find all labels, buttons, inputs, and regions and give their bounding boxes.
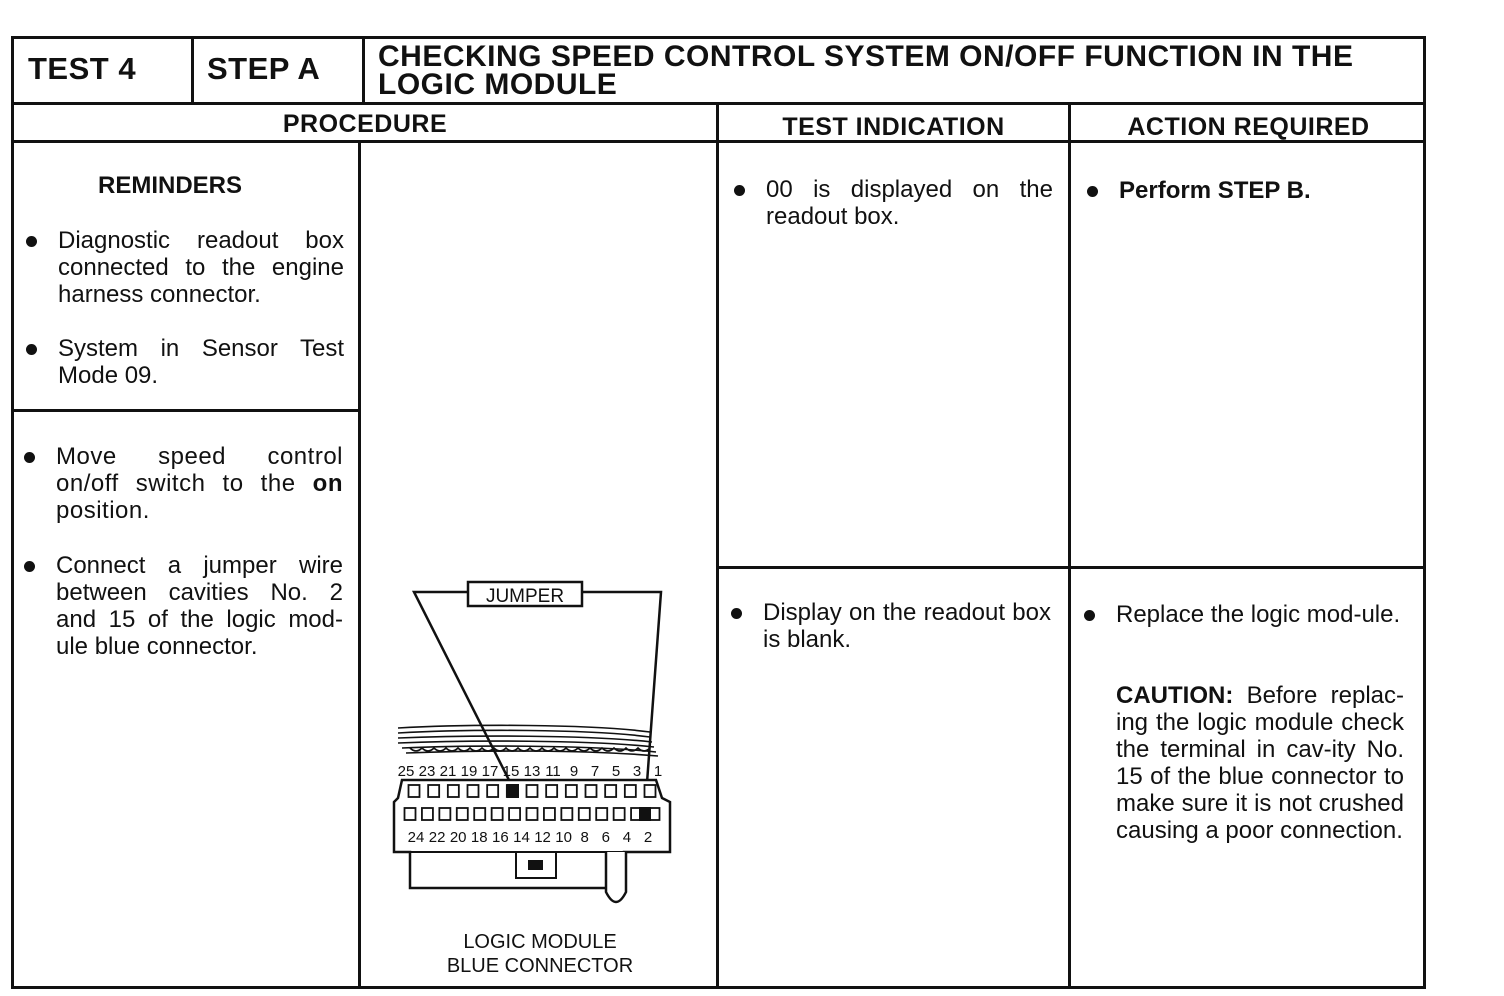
top-row-cavity-10 xyxy=(584,784,598,798)
header-bottom-rule xyxy=(11,102,1426,105)
diagram-caption-line1: LOGIC MODULE xyxy=(463,931,617,953)
jumper-wire-left xyxy=(411,590,515,789)
cavity-number-4: 4 xyxy=(623,829,631,846)
top-row-cavity-5 xyxy=(486,784,500,798)
reminders-title: REMINDERS xyxy=(97,172,242,199)
step-label: STEP A xyxy=(207,51,321,86)
caution-note: CAUTION: Before replac-ing the logic mod… xyxy=(1116,682,1404,844)
header-divider-2 xyxy=(362,36,365,102)
bottom-row-cavity-13 xyxy=(612,807,626,821)
top-row-cavity-13 xyxy=(643,784,657,798)
reminder-item-readout-box: Diagnostic readout box connected to the … xyxy=(26,227,344,308)
cavity-number-11: 11 xyxy=(545,763,561,780)
cavity-number-25: 25 xyxy=(398,763,415,780)
column-header-procedure: PROCEDURE xyxy=(282,110,448,138)
cavity-number-20: 20 xyxy=(450,829,467,846)
page-title-line1: CHECKING SPEED CONTROL SYSTEM ON/OFF FUN… xyxy=(378,40,1354,73)
cavity-number-23: 23 xyxy=(419,763,436,780)
procedure-step-move-switch-tail: position. xyxy=(56,497,150,524)
bottom-row-cavity-9 xyxy=(543,807,556,821)
cavity-number-19: 19 xyxy=(461,763,478,780)
top-row-cavity-1 xyxy=(407,784,421,798)
indication-blank: Display on the readout box is blank. xyxy=(731,599,1051,653)
cavity-number-18: 18 xyxy=(471,829,488,846)
test-number: TEST 4 xyxy=(28,51,137,86)
bottom-row-cavity-6 xyxy=(490,807,504,821)
bottom-row-cavity-4 xyxy=(455,807,469,821)
cavity-number-14: 14 xyxy=(513,829,530,846)
bottom-row-cavity-7 xyxy=(508,807,521,821)
cavity-number-24: 24 xyxy=(408,829,425,846)
action-replace-module: Replace the logic mod-ule. xyxy=(1084,601,1406,628)
procedure-step-on-keyword: on xyxy=(312,470,343,497)
bottom-row-cavity-3 xyxy=(438,807,452,821)
cavity-number-7: 7 xyxy=(591,763,599,780)
column-header-test-indication: TEST INDICATION xyxy=(782,113,1005,141)
bottom-row-cavity-12 xyxy=(595,807,609,821)
cavity-number-17: 17 xyxy=(482,763,499,780)
column-header-action-required: ACTION REQUIRED xyxy=(1127,113,1370,141)
cavity-number-10: 10 xyxy=(555,829,572,846)
top-row-cavity-4 xyxy=(466,784,480,798)
bottom-row-cavity-2 xyxy=(421,807,434,821)
procedure-step-move-switch: Move speed control on/off switch to the … xyxy=(24,443,343,524)
cavity-number-8: 8 xyxy=(581,829,589,846)
header-divider-1 xyxy=(191,36,194,102)
indication-displayed: 00 is displayed on the readout box. xyxy=(734,176,1053,230)
top-row-cavity-9 xyxy=(564,784,578,798)
diagram-caption-line2: BLUE CONNECTOR xyxy=(446,955,634,977)
cavity-number-13: 13 xyxy=(524,763,541,780)
cavity-number-3: 3 xyxy=(633,763,641,780)
top-row-cavity-11 xyxy=(604,784,618,798)
top-row-cavity-3 xyxy=(446,784,460,798)
procedure-step-move-switch-text: Move speed control on/off switch to the xyxy=(56,443,343,497)
cavity-number-21: 21 xyxy=(440,763,457,780)
top-row-cavity-12 xyxy=(623,784,637,798)
connector-key xyxy=(528,860,543,870)
jumper-terminal-15 xyxy=(507,784,519,798)
procedure-inner-divider xyxy=(358,142,361,989)
cavity-number-15: 15 xyxy=(503,763,520,780)
jumper-label-box xyxy=(466,580,584,608)
bottom-row-cavity-8 xyxy=(525,807,539,821)
bottom-row-cavity-1 xyxy=(403,807,417,821)
cavity-number-16: 16 xyxy=(492,829,509,846)
action-perform-step-b: Perform STEP B. xyxy=(1087,177,1407,204)
cavity-number-22: 22 xyxy=(429,829,446,846)
procedure-step-connect-jumper: Connect a jumper wire between cavities N… xyxy=(24,552,343,660)
connector-latch xyxy=(604,852,628,904)
cavity-number-6: 6 xyxy=(602,829,610,846)
top-row-cavity-7 xyxy=(525,784,539,798)
jumper-label: JUMPER xyxy=(486,586,564,607)
cavity-number-5: 5 xyxy=(612,763,620,780)
column-divider-indication xyxy=(1068,104,1071,989)
page-title-line2: LOGIC MODULE xyxy=(378,68,618,101)
result-row-divider xyxy=(716,566,1426,569)
harness-wires xyxy=(397,724,659,757)
column-divider-procedure xyxy=(716,104,719,989)
jumper-wire-right xyxy=(582,590,663,811)
reminder-item-sensor-test: System in Sensor Test Mode 09. xyxy=(26,335,344,389)
top-row-cavity-8 xyxy=(545,784,559,798)
top-row-cavity-2 xyxy=(427,784,441,798)
bottom-row-cavity-10 xyxy=(560,807,574,821)
cavity-number-12: 12 xyxy=(534,829,551,846)
reminders-bottom-rule xyxy=(11,409,359,412)
cavity-number-1: 1 xyxy=(654,763,662,780)
bottom-row-cavity-11 xyxy=(577,807,591,821)
cavity-number-9: 9 xyxy=(570,763,578,780)
jumper-terminal-2 xyxy=(639,807,651,821)
caution-label: CAUTION: xyxy=(1116,682,1234,709)
bottom-row-cavity-5 xyxy=(473,807,487,821)
cavity-number-2: 2 xyxy=(644,829,652,846)
caution-text: Before replac-ing the logic module check… xyxy=(1116,682,1404,844)
